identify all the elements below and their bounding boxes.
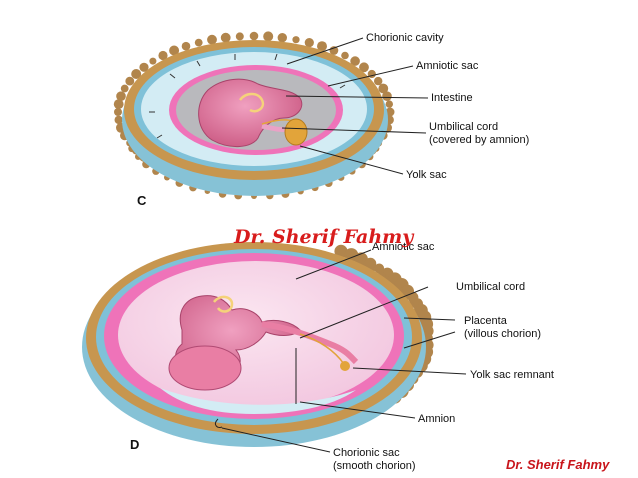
villus-c	[116, 91, 126, 101]
villus-c	[207, 34, 217, 45]
embryo-c	[198, 78, 303, 147]
villus-c	[304, 38, 314, 48]
label-yolk-sac-remnant: Yolk sac remnant	[470, 369, 554, 381]
villus-c	[378, 83, 389, 94]
label-placenta: Placenta	[464, 315, 508, 327]
author-watermark-overlay: Dr. Sherif Fahmy	[234, 226, 414, 248]
panel-c-diagram: C Chorionic cavity Amniotic sac Intestin…	[113, 31, 529, 208]
villus-c	[235, 32, 244, 41]
panel-letter-d: D	[130, 437, 139, 452]
villus-d	[334, 244, 348, 258]
umbilical-cord-d	[261, 321, 359, 365]
villus-c	[114, 108, 122, 116]
label-umbilical-cord-c: Umbilical cord	[429, 121, 498, 133]
label-chorionic-cavity: Chorionic cavity	[366, 32, 444, 44]
villus-c	[220, 32, 231, 43]
head-d	[168, 345, 242, 391]
leader-lines-c	[281, 37, 429, 175]
label-intestine: Intestine	[431, 92, 473, 104]
label-amniotic-sac-c: Amniotic sac	[416, 60, 479, 72]
yolk-sac-remnant-d	[340, 361, 350, 371]
villus-c	[350, 56, 360, 66]
label-chorionic-sac-sub: (smooth chorion)	[333, 460, 416, 472]
villus-c	[120, 84, 129, 93]
expansion-arrows-c	[149, 53, 346, 139]
villus-c	[263, 31, 274, 42]
villus-c	[131, 69, 142, 79]
villus-d	[374, 263, 385, 274]
villus-c	[249, 31, 259, 41]
villus-d	[364, 257, 377, 270]
villus-c	[158, 50, 168, 61]
label-amniotic-sac-d: Amniotic sac	[372, 241, 435, 253]
yolk-stalk-d	[299, 333, 345, 365]
amnion-lower-blue-d	[160, 388, 356, 414]
panel-d-diagram: D Amniotic sac Umbilical cord Placenta (…	[82, 241, 554, 472]
villus-c	[125, 76, 135, 86]
villus-c	[277, 33, 287, 43]
label-yolk-sac: Yolk sac	[406, 169, 447, 181]
yolk-sac-c	[284, 118, 308, 146]
villus-c	[374, 76, 383, 86]
label-placenta-sub: (villous chorion)	[464, 328, 541, 340]
villus-c	[292, 36, 300, 44]
villus-c	[181, 41, 191, 51]
label-umbilical-cord-c-sub: (covered by amnion)	[429, 134, 529, 146]
chorionic-sac-marker-d	[215, 418, 223, 428]
panel-letter-c: C	[137, 193, 147, 208]
villus-c	[359, 62, 369, 73]
label-umbilical-cord-d: Umbilical cord	[456, 281, 525, 293]
label-chorionic-sac: Chorionic sac	[333, 447, 400, 459]
villus-c	[385, 107, 395, 117]
villus-c	[149, 57, 157, 65]
villus-c	[317, 41, 327, 52]
intestine-loop-d	[213, 295, 234, 313]
villus-c	[194, 38, 203, 47]
villus-c	[139, 62, 149, 72]
villus-c	[385, 100, 393, 108]
intestine-loop-c	[239, 92, 265, 113]
leader-lines-d	[221, 249, 467, 453]
villus-c	[114, 115, 123, 125]
villus-c	[382, 91, 392, 101]
villus-c	[113, 99, 124, 109]
villus-c	[341, 51, 349, 60]
label-amnion: Amnion	[418, 413, 455, 425]
villus-c	[169, 45, 180, 56]
author-watermark-corner: Dr. Sherif Fahmy	[506, 457, 610, 472]
